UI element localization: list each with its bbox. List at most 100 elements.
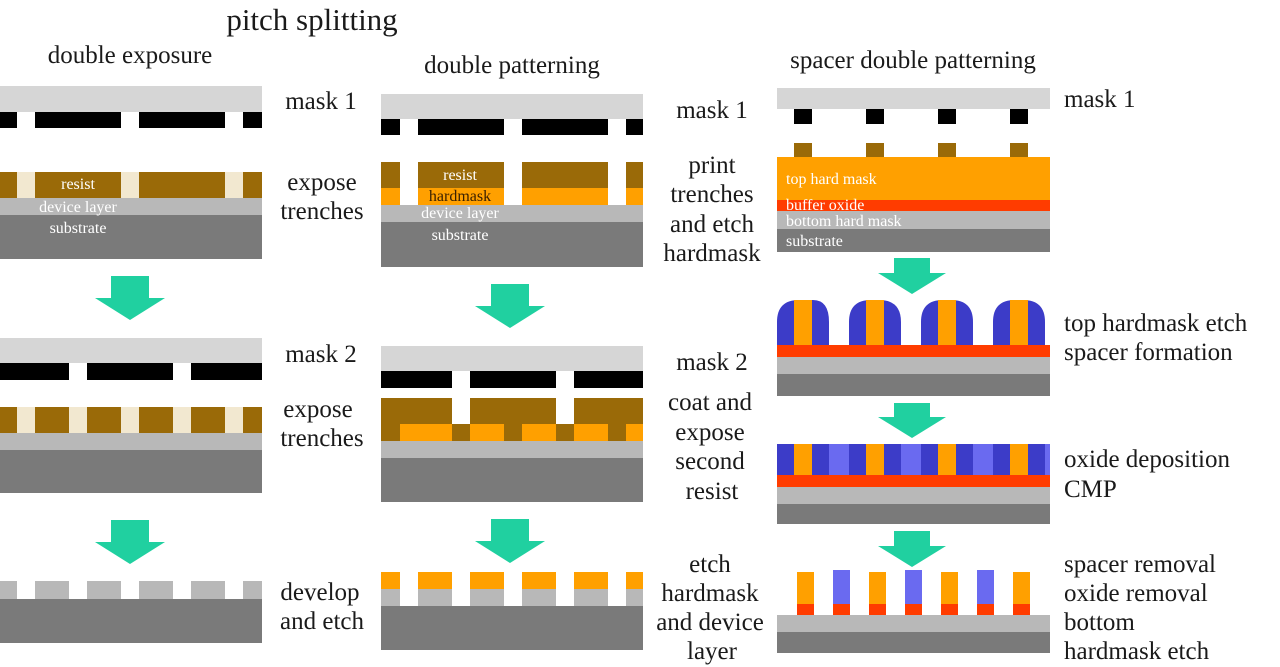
header-spacer-double-patterning: spacer double patterning [790, 47, 1036, 74]
col1-step3-line1: develop [280, 579, 359, 606]
col2-device-label: device layer [421, 205, 499, 222]
col1-mask2-bar [0, 363, 69, 380]
col1-step2-line1: expose [283, 396, 352, 423]
col3-final-buffer [1013, 604, 1030, 615]
col1-exposed-region [121, 172, 139, 198]
col3-core [1010, 444, 1028, 475]
col3-arrow-2 [878, 403, 946, 438]
col3-final-buffer [833, 604, 850, 615]
col3-buffer-oxide [777, 200, 1050, 211]
col1-arrow-2 [95, 520, 165, 564]
col3-final-buffer [941, 604, 958, 615]
col1-device-line [139, 581, 173, 599]
col2-arrow-1 [475, 284, 545, 328]
col3-mask1-bar [794, 109, 812, 124]
col2-stage2: mask 2 coat and expose second resist [381, 346, 752, 505]
main-title: pitch splitting [226, 2, 397, 37]
col2-substrate-2 [381, 458, 643, 502]
col2-stage1: resist hardmask device layer substrate m… [381, 94, 761, 267]
col3-stage2: top hardmask etch spacer formation [777, 300, 1248, 396]
col2-mask1-bar [418, 119, 504, 135]
col3-final-buffer [797, 604, 814, 615]
col3-step1-line1: top hardmask etch [1064, 310, 1248, 337]
col1-exposed-region [17, 172, 35, 198]
col2-step2-line3: second [675, 448, 745, 475]
col3-spacer-block [921, 444, 938, 475]
col1-mask1-bar [0, 112, 17, 128]
col2-arrow-2 [475, 519, 545, 563]
col3-stage4: spacer removal oxide removal bottom hard… [777, 551, 1216, 665]
col3-spacer-block [849, 444, 866, 475]
col3-final-line [833, 570, 850, 604]
col1-stage2: mask 2 expose trenches [0, 338, 364, 493]
col1-device-label: device layer [39, 199, 117, 216]
col2-substrate-label: substrate [432, 227, 489, 244]
header-double-exposure: double exposure [48, 42, 213, 69]
col2-device-line [418, 589, 452, 606]
col2-device-line [470, 589, 504, 606]
col2-hm-line [626, 572, 643, 589]
col3-resist-dot [1010, 143, 1028, 157]
col2-step2-line1: coat and [668, 389, 752, 416]
col3-core [794, 444, 812, 475]
col2-hm-line [574, 572, 608, 589]
col2-step3-line4: layer [687, 638, 738, 665]
col3-spacer [794, 300, 829, 345]
col1-exposed-region [173, 407, 191, 433]
col2-device-layer-2 [381, 441, 643, 458]
col1-mask2-bar [87, 363, 173, 380]
col3-buffer-oxide-3 [777, 475, 1050, 487]
col3-core [866, 300, 884, 345]
col3-resist-dot [866, 143, 884, 157]
col3-bottom-hard-mask [777, 211, 1050, 229]
col1-mask1-plate [0, 86, 262, 112]
col1-exposed-region [225, 407, 243, 433]
col3-step3-line1: spacer removal [1064, 551, 1216, 578]
col3-step3-line3: bottom [1064, 609, 1135, 636]
col3-stage1: top hard mask buffer oxide bottom hard m… [777, 86, 1136, 252]
col1-device-line [191, 581, 225, 599]
col2-mask1-plate [381, 94, 643, 119]
col2-step2-line4: resist [686, 478, 739, 505]
col3-final-buffer [905, 604, 922, 615]
col1-mask1-bar [139, 112, 225, 128]
col3-step2-line2: CMP [1064, 476, 1117, 503]
col1-exposed-region [69, 407, 87, 433]
col1-mask2-bar [191, 363, 262, 380]
col3-substrate [777, 229, 1050, 252]
col3-core [938, 444, 956, 475]
col3-final-line [905, 570, 922, 604]
col3-buffer-oxide-2 [777, 345, 1050, 357]
col3-spacer-block [884, 444, 901, 475]
col3-spacer-block [812, 444, 829, 475]
col3-spacer-block [993, 444, 1010, 475]
col2-step3-line3: and device [656, 609, 764, 636]
col2-step3-line2: hardmask [661, 580, 759, 607]
col2-hm-line [418, 572, 452, 589]
col3-final-line [797, 572, 814, 604]
col1-mask1-bar [243, 112, 262, 128]
col1-device-line [35, 581, 69, 599]
col2-stage3: etch hardmask and device layer [381, 551, 764, 665]
col1-exposed-region [121, 407, 139, 433]
col2-resist-block [626, 162, 643, 188]
col3-step3-line2: oxide removal [1064, 580, 1208, 607]
col2-hm-line [381, 572, 400, 589]
col2-mask1-bar [626, 119, 643, 135]
col2-hardmask-label: hardmask [429, 188, 491, 205]
col3-substrate-label: substrate [786, 233, 843, 250]
col3-arrow-3 [878, 531, 946, 567]
col1-device-line [243, 581, 262, 599]
col2-hardmask-block [574, 424, 608, 441]
col1-device-layer [0, 198, 262, 215]
col3-mask1-bar [1010, 109, 1028, 124]
col3-mask1-label: mask 1 [1064, 86, 1136, 113]
col2-hardmask-block [418, 188, 504, 205]
col1-device-layer-2 [0, 433, 262, 450]
col3-stage3: oxide deposition CMP [777, 444, 1230, 524]
col3-step1-line2: spacer formation [1064, 339, 1233, 366]
col1-step1-line1: expose [287, 169, 356, 196]
header-double-patterning: double patterning [424, 52, 600, 79]
col2-resist2-block [574, 398, 643, 424]
col2-step1-line4: hardmask [663, 240, 761, 267]
